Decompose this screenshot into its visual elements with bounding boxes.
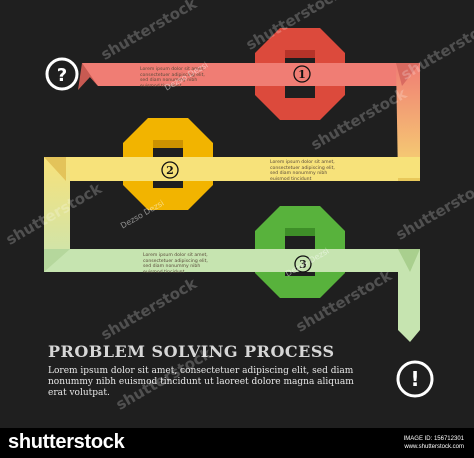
exclamation-mark-glyph: ! [410,367,419,391]
image-id-label: IMAGE ID: 156712301 [403,436,464,442]
step-3-badge: 3 [294,255,312,273]
step-2-badge: 2 [161,161,179,179]
question-mark-glyph: ? [57,65,67,86]
exclamation-mark-icon: ! [396,360,434,398]
question-mark-icon: ? [45,57,79,91]
step-3-number: 3 [299,258,307,271]
page-title: PROBLEM SOLVING PROCESS [48,342,335,361]
step-2-note: Lorem ipsum dolor sit amet, consectetuer… [270,160,335,182]
site-url: www.shutterstock.com [404,444,464,450]
footer-bar: shutterstock IMAGE ID: 156712301 www.shu… [0,428,474,458]
step-1-badge: 1 [293,65,311,83]
step-1-note: Lorem ipsum dolor sit amet, consectetuer… [140,67,205,89]
step-1-number: 1 [298,68,306,81]
ribbon-segment-2 [66,157,420,181]
ribbon-end-arrow [398,249,420,342]
step-3-note: Lorem ipsum dolor sit amet, consectetuer… [143,253,208,275]
image-id: IMAGE ID: 156712301 www.shutterstock.com [404,435,464,451]
ribbon-segment-1 [78,63,402,90]
ribbon-segment-1-fold [396,63,420,178]
step-2-number: 2 [166,164,174,177]
ribbon-segment-2-fold [44,157,70,272]
shutterstock-logo: shutterstock [8,431,125,453]
ribbon-segment-3 [44,249,410,272]
body-text: Lorem ipsum dolor sit amet, consectetuer… [48,366,354,398]
